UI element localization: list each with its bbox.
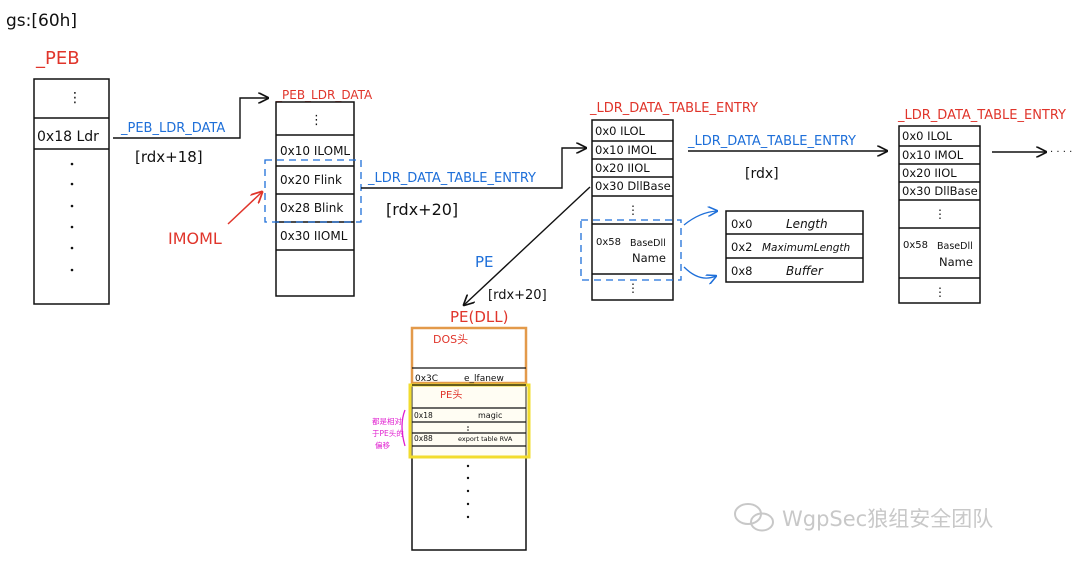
entry1-row-ilol: 0x0 ILOL (595, 124, 646, 138)
dos-header-label: DOS头 (433, 333, 468, 346)
pe-dots-small (467, 426, 469, 431)
entry1-title: _LDR_DATA_TABLE_ENTRY (589, 101, 758, 116)
imoml-highlight (264, 159, 362, 223)
continuation-dots: · · · · (1050, 147, 1072, 158)
entry2-title: _LDR_DATA_TABLE_ENTRY (897, 108, 1066, 123)
note-line-1: 都是相对 (372, 416, 402, 426)
unicode-length-offset: 0x0 (731, 217, 752, 231)
entry2-dll-name-b: Name (939, 255, 973, 269)
arrow-peb-to-ldr (113, 98, 268, 139)
peb-title: _PEB (35, 48, 80, 69)
entry1-dots-bottom: ⋮ (627, 281, 639, 295)
unicode-string-box (725, 210, 864, 283)
lfanew-offset: 0x3C (415, 374, 438, 384)
ldr-row-flink: 0x20 Flink (280, 173, 342, 187)
entry2-dll-name-a: BaseDll (937, 241, 973, 252)
unicode-length-name: Length (786, 217, 828, 231)
unicode-maxlength-name: MaximumLength (762, 242, 850, 254)
peb-ldr-row: 0x18 Ldr (37, 129, 99, 145)
ldr-data-box (275, 101, 355, 297)
pe-label: PE (475, 253, 494, 271)
entry2-row-ilol: 0x0 ILOL (902, 129, 953, 143)
pe-dots-column (466, 464, 470, 519)
peb-box (33, 78, 110, 305)
pe-block-title: PE(DLL) (450, 308, 509, 326)
entry1-box (591, 119, 674, 301)
entry1-dllname-highlight (580, 219, 682, 281)
magic-name: magic (478, 411, 502, 420)
entry2-row-dllbase: 0x30 DllBase (902, 184, 978, 198)
dos-header-highlight (410, 326, 528, 385)
unicode-buffer-name: Buffer (786, 264, 824, 278)
arrow-dllbase-to-pe (464, 186, 591, 305)
entry1-dll-name-a: BaseDll (630, 238, 666, 249)
peb-dots-top: ⋮ (68, 90, 82, 106)
entry1-dll-offset: 0x58 (596, 237, 621, 248)
entry2-dll-offset: 0x58 (903, 240, 928, 251)
arrow-flink-to-entry (361, 148, 586, 189)
ldr-data-dots: ⋮ (310, 113, 323, 128)
peb-dots-column (70, 162, 74, 272)
unicode-maxlength-offset: 0x2 (731, 240, 752, 254)
offset-pe: [rdx+20] (488, 288, 547, 303)
export-offset: 0x88 (414, 434, 433, 443)
ldr-row-iloml: 0x10 ILOML (280, 144, 350, 158)
entry2-dots: ⋮ (934, 207, 946, 221)
entry2-row-imol: 0x10 IMOL (902, 148, 964, 162)
arrow-to-unicode-top (683, 211, 717, 226)
arrow-to-unicode-bottom (683, 266, 716, 278)
ldr-row-blink: 0x28 Blink (280, 201, 343, 215)
arrow-peb-ldr-label: _PEB_LDR_DATA (120, 121, 225, 136)
pe-header-label: PE头 (440, 389, 462, 401)
entry2-box (898, 125, 981, 304)
note-line-2: 于PE头的 (372, 428, 404, 438)
watermark-text: WgpSec狼组安全团队 (782, 507, 993, 531)
arrow-flink-label: _LDR_DATA_TABLE_ENTRY (367, 171, 536, 186)
note-line-3: 偏移 (375, 440, 390, 450)
entry1-dots: ⋮ (627, 203, 639, 217)
imoml-arrow (227, 192, 262, 225)
export-name: export table RVA (458, 435, 513, 443)
offset-rdx18: [rdx+18] (135, 148, 203, 166)
ldr-row-iioml: 0x30 IIOML (280, 229, 348, 243)
entry1-row-dllbase: 0x30 DllBase (595, 179, 671, 193)
magic-offset: 0x18 (414, 411, 433, 420)
entry2-row-iiol: 0x20 IIOL (902, 166, 957, 180)
entry1-row-imol: 0x10 IMOL (595, 143, 657, 157)
gs-label: gs:[60h] (6, 11, 77, 31)
entry1-dll-name-b: Name (632, 251, 666, 265)
entry1-row-iiol: 0x20 IIOL (595, 161, 650, 175)
lfanew-name: e_lfanew (464, 374, 504, 384)
arrow-entry-label: _LDR_DATA_TABLE_ENTRY (687, 134, 856, 149)
unicode-buffer-offset: 0x8 (731, 264, 752, 278)
entry2-dots-bottom: ⋮ (934, 285, 946, 299)
wechat-icon (734, 503, 774, 532)
offset-rdx20: [rdx+20] (386, 200, 458, 219)
note-bracket (401, 409, 406, 447)
offset-rdx: [rdx] (745, 166, 779, 182)
ldr-data-title: _PEB_LDR_DATA (275, 88, 373, 102)
imoml-label: IMOML (168, 229, 222, 248)
